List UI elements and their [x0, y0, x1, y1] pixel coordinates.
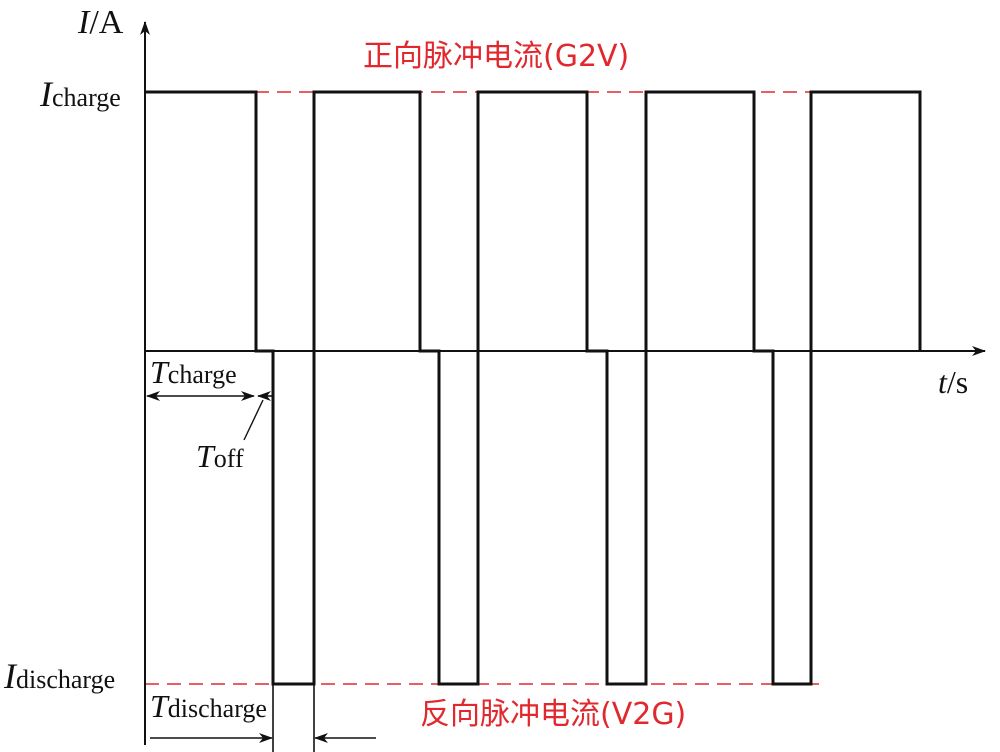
pulse-waveform	[145, 90, 922, 686]
discharge-current-label: Idischarge	[4, 656, 116, 696]
t-off-leader-line	[243, 399, 264, 441]
pulse-waveform-line	[145, 90, 922, 686]
forward-pulse-label: 正向脉冲电流(G2V)	[363, 39, 630, 74]
x-axis-label: t/s	[938, 364, 969, 400]
t-charge-label: Tcharge	[150, 354, 237, 390]
t-discharge-label: Tdischarge	[150, 688, 267, 724]
charge-current-label: Icharge	[40, 74, 121, 114]
t-off-label: Toff	[196, 438, 244, 474]
reverse-pulse-label: 反向脉冲电流(V2G)	[420, 697, 687, 732]
y-axis-label: I/A	[78, 4, 124, 41]
